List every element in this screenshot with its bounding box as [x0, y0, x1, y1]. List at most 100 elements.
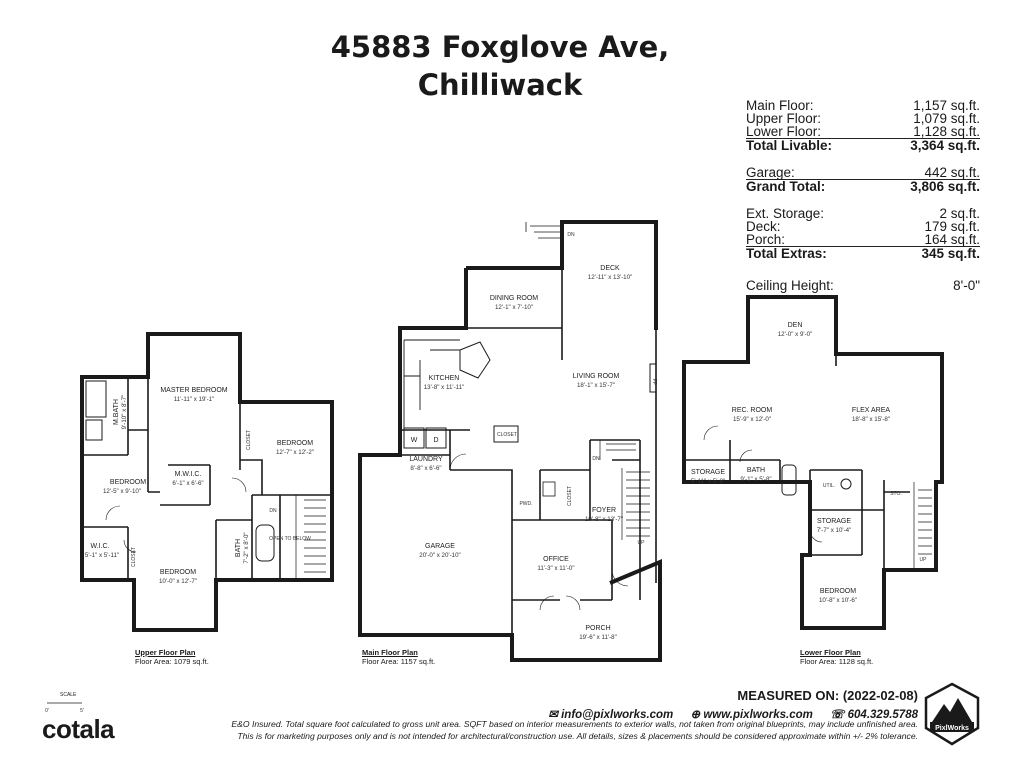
- dim-office: 11'-3" x 11'-0": [537, 565, 574, 572]
- dim-garage: 20'-0" x 20'-10": [419, 552, 461, 559]
- title-line-city: Chilliwack: [417, 68, 583, 102]
- area-row-upper: Upper Floor:1,079 sq.ft.: [746, 111, 980, 126]
- measured-on: MEASURED ON: (2022-02-08): [737, 688, 918, 703]
- dim-m-bath: 9'-10" x 8'-7": [121, 395, 128, 430]
- label-dn-upper: DN: [269, 508, 277, 514]
- appliance-dryer: D: [433, 437, 438, 444]
- room-flex-area: FLEX AREA: [852, 407, 890, 414]
- email-icon: ✉: [548, 709, 558, 721]
- dim-mwic: 6'-1" x 6'-6": [172, 480, 203, 487]
- scale-zero: 0': [45, 708, 49, 714]
- dim-storage-left: 5'-11" x 5'-8": [691, 478, 725, 485]
- contact-phone[interactable]: 604.329.5788: [847, 709, 918, 721]
- room-pwd: PWD.: [519, 501, 532, 507]
- dim-master-bedroom: 11'-11" x 19'-1": [174, 396, 215, 403]
- main-floor-labels: DECK 12'-11" x 13'-10" DINING ROOM 12'-1…: [409, 232, 657, 641]
- area-row-total-livable: Total Livable:3,364 sq.ft.: [746, 138, 980, 153]
- label-dn-main: DN: [592, 456, 600, 462]
- scale-label: SCALE: [60, 692, 77, 698]
- room-bath-upper: BATH: [235, 539, 242, 557]
- room-bedroom-upper-left: BEDROOM: [110, 479, 146, 486]
- dim-bath-lower: 9'-1" x 5'-8": [740, 476, 771, 483]
- area-row-deck: Deck:179 sq.ft.: [746, 219, 980, 234]
- title-line-address: 45883 Foxglove Ave,: [330, 30, 670, 64]
- contact-website[interactable]: www.pixlworks.com: [703, 709, 813, 721]
- label-open-to-below: OPEN TO BELOW: [269, 536, 311, 542]
- dim-deck: 12'-11" x 13'-10": [588, 274, 632, 281]
- scale-five: 5': [80, 708, 84, 714]
- lower-floor-labels: DEN 12'-0" x 9'-0" REC. ROOM 15'-9" x 12…: [691, 322, 927, 604]
- area-summary-table: Main Floor:1,157 sq.ft. Upper Floor:1,07…: [746, 99, 980, 294]
- label-closet-upper-left: CLOSET: [131, 547, 137, 567]
- dim-wic: 5'-1" x 5'-11": [85, 552, 119, 559]
- room-wic: W.I.C.: [90, 543, 109, 550]
- room-dining: DINING ROOM: [490, 295, 538, 302]
- dim-kitchen: 13'-8" x 11'-11": [424, 384, 465, 391]
- dim-flex-area: 18'-8" x 15'-8": [852, 416, 890, 423]
- room-mwic: M.W.I.C.: [175, 471, 202, 478]
- room-m-bath: M.BATH: [113, 399, 120, 425]
- upper-floor-plan: [80, 332, 334, 632]
- measurement-info: MEASURED ON: (2022-02-08) ✉ info@pixlwor…: [534, 688, 918, 721]
- room-office: OFFICE: [543, 556, 569, 563]
- room-bedroom-upper-bottom: BEDROOM: [160, 569, 196, 576]
- lower-floor-plan: [682, 295, 944, 630]
- dim-foyer: 10'-8" x 13'-7": [585, 516, 623, 523]
- dim-porch: 19'-6" x 11'-8": [579, 634, 617, 641]
- dim-bedroom-lower: 10'-8" x 10'-6": [819, 597, 857, 604]
- room-bedroom-upper-right: BEDROOM: [277, 440, 313, 447]
- room-kitchen: KITCHEN: [429, 375, 460, 382]
- room-den: DEN: [788, 322, 803, 329]
- room-bath-lower: BATH: [747, 467, 765, 474]
- area-row-porch: Porch:164 sq.ft.: [746, 232, 980, 247]
- phone-icon: ☏: [830, 709, 845, 721]
- label-closet-foyer: CLOSET: [567, 486, 573, 506]
- contact-email[interactable]: info@pixlworks.com: [561, 709, 674, 721]
- room-laundry: LAUNDRY: [409, 456, 443, 463]
- dim-dining: 12'-1" x 7'-10": [495, 304, 533, 311]
- page-title: 45883 Foxglove Ave, Chilliwack: [300, 28, 700, 104]
- room-porch: PORCH: [585, 625, 610, 632]
- disclaimer: E&O Insured. Total square foot calculate…: [231, 719, 918, 741]
- dim-bedroom-upper-right: 12'-7" x 12'-2": [276, 449, 314, 456]
- room-master-bedroom: MASTER BEDROOM: [160, 387, 227, 394]
- pixlworks-logo: PixlWorks: [924, 682, 980, 746]
- globe-icon: ⊕: [690, 709, 701, 721]
- area-row-total-extras: Total Extras:345 sq.ft.: [746, 246, 980, 261]
- dim-den: 12'-0" x 9'-0": [778, 331, 813, 338]
- dim-bath-upper: 7'-2" x 8'-0": [243, 532, 250, 563]
- label-closet-main: CLOSET: [497, 432, 517, 438]
- logo-text: PixlWorks: [935, 725, 969, 732]
- room-foyer: FOYER: [592, 507, 616, 514]
- upper-plan-caption: Upper Floor Plan Floor Area: 1079 sq.ft.: [135, 648, 209, 666]
- label-util: UTIL.: [823, 483, 835, 489]
- room-storage-left: STORAGE: [691, 469, 725, 476]
- dim-bedroom-upper-left: 12'-5" x 9'-10": [103, 488, 141, 495]
- label-sto: STO.: [890, 491, 902, 497]
- room-rec-room: REC. ROOM: [732, 407, 773, 414]
- contact-line: ✉ info@pixlworks.com ⊕ www.pixlworks.com…: [534, 707, 918, 721]
- dim-bedroom-upper-bottom: 10'-0" x 12'-7": [159, 578, 197, 585]
- label-closet-upper-right: CLOSET: [246, 430, 252, 450]
- dim-storage-center: 7'-7" x 10'-4": [817, 527, 852, 534]
- main-plan-caption: Main Floor Plan Floor Area: 1157 sq.ft.: [362, 648, 436, 666]
- appliance-washer: W: [411, 437, 418, 444]
- room-storage-center: STORAGE: [817, 518, 851, 525]
- dim-rec-room: 15'-9" x 12'-0": [733, 416, 771, 423]
- label-dn-deck: DN: [567, 232, 575, 238]
- main-floor-plan: [358, 220, 662, 662]
- dim-living: 18'-1" x 15'-7": [577, 382, 615, 389]
- label-up-main: UP: [638, 540, 646, 546]
- room-deck: DECK: [600, 265, 620, 272]
- room-bedroom-lower: BEDROOM: [820, 588, 856, 595]
- area-row-ceiling: Ceiling Height:8'-0": [746, 278, 980, 293]
- label-fp: FP: [651, 379, 657, 386]
- dim-laundry: 8'-8" x 6'-6": [410, 465, 441, 472]
- cotala-brand: cotala: [42, 714, 115, 744]
- lower-plan-caption: Lower Floor Plan Floor Area: 1128 sq.ft.: [800, 648, 874, 666]
- area-row-garage: Garage:442 sq.ft.: [746, 165, 980, 180]
- room-living: LIVING ROOM: [573, 373, 620, 380]
- label-up-lower: UP: [920, 557, 928, 563]
- area-row-lower: Lower Floor:1,128 sq.ft.: [746, 124, 980, 139]
